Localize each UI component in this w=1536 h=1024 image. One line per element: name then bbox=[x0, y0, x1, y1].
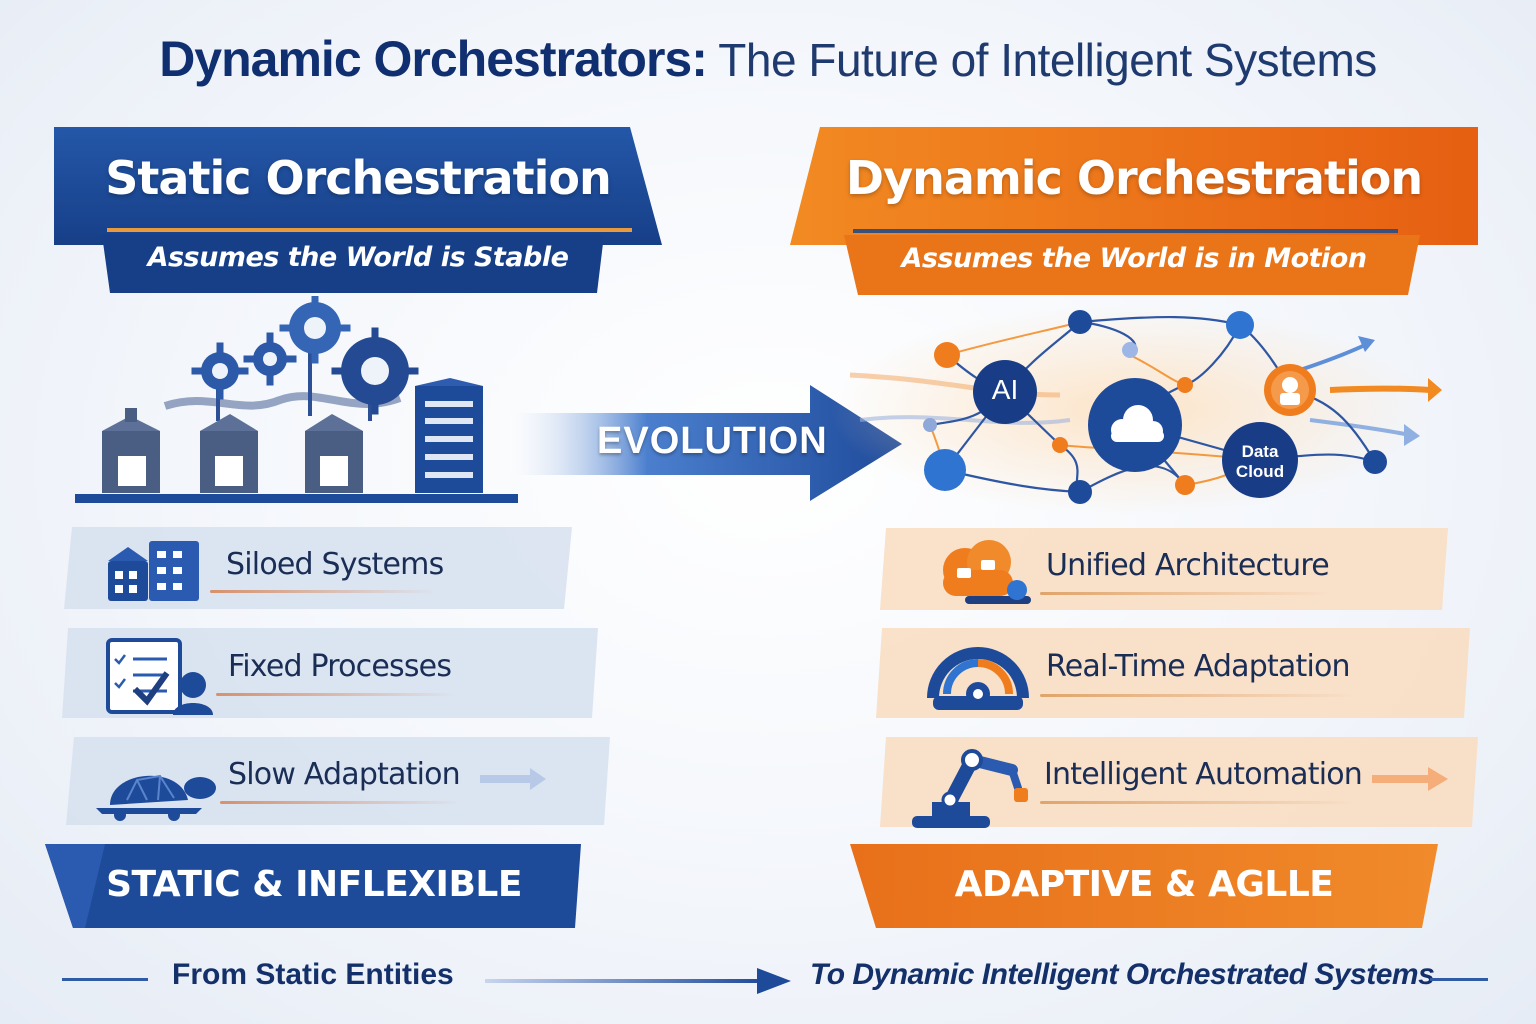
siloed-buildings-icon bbox=[108, 541, 199, 601]
checklist-icon bbox=[106, 638, 213, 715]
footer-arrow bbox=[485, 968, 791, 994]
ai-node-label: AI bbox=[991, 374, 1019, 405]
factory-buildings bbox=[102, 378, 483, 493]
static-inflexible-shape bbox=[45, 844, 581, 928]
footer-rule-right bbox=[1430, 978, 1488, 981]
static-banner-subtitle: Assumes the World is Stable bbox=[147, 242, 569, 273]
orange-arrow-icon bbox=[1372, 767, 1448, 791]
static-row-bg-3 bbox=[66, 737, 610, 825]
static-inflexible-banner: STATIC & INFLEXIBLE bbox=[45, 842, 583, 930]
network-illustration bbox=[830, 305, 1442, 515]
static-feature-label-3: Slow Adaptation bbox=[228, 757, 461, 792]
dynamic-feature-label-3: Intelligent Automation bbox=[1044, 757, 1363, 792]
data-cloud-label-line2: Cloud bbox=[1235, 462, 1285, 481]
static-banner-shape bbox=[54, 127, 662, 293]
dynamic-orchestration-banner: Dynamic Orchestration Assumes the World … bbox=[788, 125, 1480, 297]
adaptive-agile-banner: ADAPTIVE & AGLLE bbox=[848, 842, 1440, 930]
dynamic-row-bg-3 bbox=[880, 737, 1478, 827]
static-inflexible-label: STATIC & INFLEXIBLE bbox=[106, 864, 522, 905]
dynamic-feature-underline-2 bbox=[1040, 694, 1355, 697]
dynamic-banner-shape bbox=[790, 127, 1478, 295]
turtle-icon bbox=[96, 774, 216, 821]
dynamic-banner-subtitle: Assumes the World is in Motion bbox=[901, 243, 1367, 274]
data-cloud-label: Data Cloud bbox=[1222, 442, 1298, 482]
cloud-icon bbox=[1111, 405, 1164, 442]
user-icon bbox=[1280, 377, 1300, 405]
factory-gears-illustration bbox=[75, 296, 518, 503]
gauge-icon bbox=[927, 647, 1029, 710]
static-feature-label-1: Siloed Systems bbox=[226, 547, 444, 582]
static-feature-underline-3 bbox=[220, 801, 460, 804]
data-cloud-label-line1: Data bbox=[1241, 442, 1279, 461]
dynamic-feature-underline-3 bbox=[1040, 801, 1360, 804]
static-feature-underline-2 bbox=[216, 693, 456, 696]
dynamic-feature-label-1: Unified Architecture bbox=[1046, 548, 1330, 583]
dynamic-banner-title: Dynamic Orchestration bbox=[845, 151, 1423, 205]
static-feature-label-2: Fixed Processes bbox=[228, 649, 452, 684]
dynamic-feature-underline-1 bbox=[1040, 592, 1330, 595]
unified-cloud-icon bbox=[943, 540, 1031, 604]
footer-rule-left bbox=[62, 978, 148, 981]
title-sub: The Future of Intelligent Systems bbox=[706, 34, 1377, 86]
adaptive-agile-label: ADAPTIVE & AGLLE bbox=[954, 864, 1334, 905]
ai-node bbox=[973, 360, 1037, 424]
evolution-label: EVOLUTION bbox=[597, 420, 828, 462]
title-main: Dynamic Orchestrators: bbox=[159, 31, 708, 87]
evolution-arrow bbox=[510, 385, 902, 501]
static-feature-underline-1 bbox=[210, 590, 435, 593]
static-orchestration-banner: Static Orchestration Assumes the World i… bbox=[52, 125, 664, 295]
robot-arm-icon bbox=[912, 749, 1028, 828]
dynamic-feature-label-2: Real-Time Adaptation bbox=[1046, 649, 1351, 684]
faded-arrow-icon bbox=[480, 768, 546, 790]
footer-left-text: From Static Entities bbox=[172, 958, 454, 991]
adaptive-agile-shape bbox=[850, 844, 1438, 928]
page-title: Dynamic Orchestrators: The Future of Int… bbox=[0, 30, 1536, 88]
static-banner-title: Static Orchestration bbox=[105, 151, 611, 205]
footer-right-text: To Dynamic Intelligent Orchestrated Syst… bbox=[810, 958, 1435, 991]
data-cloud-node bbox=[1222, 422, 1298, 498]
